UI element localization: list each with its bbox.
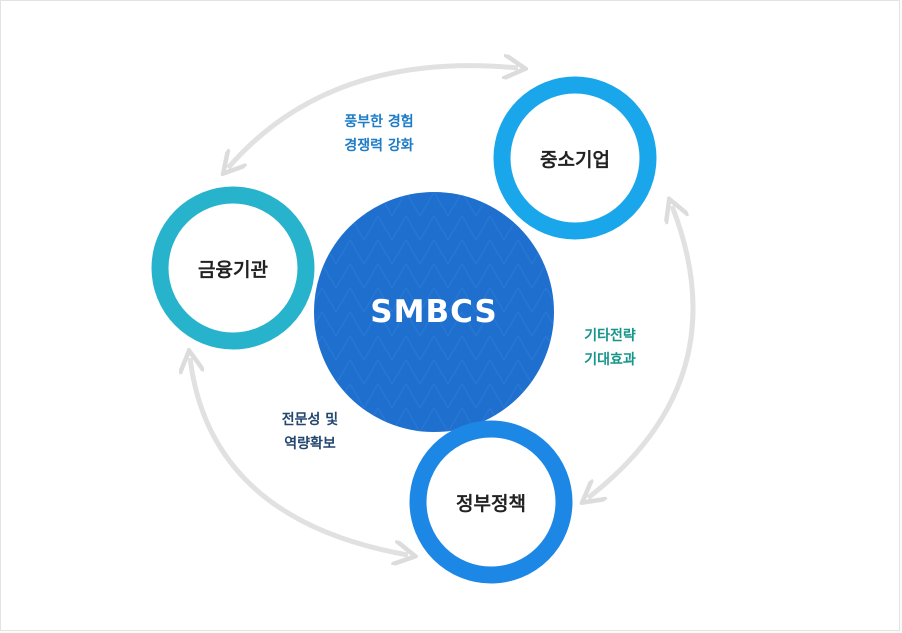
note-left: 전문성 및 역량확보 bbox=[282, 411, 339, 452]
arc-top bbox=[228, 66, 518, 168]
node-government-label: 정부정책 bbox=[456, 493, 526, 515]
node-government: 정부정책 bbox=[409, 420, 573, 584]
node-finance: 금융기관 bbox=[151, 186, 315, 350]
node-finance-label: 금융기관 bbox=[198, 259, 268, 281]
note-left-line1: 전문성 및 bbox=[282, 411, 339, 428]
note-top-line2: 경쟁력 강화 bbox=[344, 137, 413, 154]
note-top-line1: 풍부한 경험 bbox=[344, 113, 413, 130]
note-right-line2: 기대효과 bbox=[584, 352, 636, 368]
node-sme: 중소기업 bbox=[493, 76, 657, 240]
center-label: SMBCS bbox=[370, 294, 497, 330]
center-node: SMBCS bbox=[314, 192, 554, 432]
note-right-line1: 기타전략 bbox=[584, 327, 636, 344]
node-sme-label: 중소기업 bbox=[540, 149, 610, 171]
note-left-line2: 역량확보 bbox=[284, 435, 336, 452]
note-top: 풍부한 경험 경쟁력 강화 bbox=[344, 113, 413, 154]
arc-right bbox=[588, 206, 696, 498]
note-right: 기타전략 기대효과 bbox=[584, 327, 636, 368]
arc-left bbox=[190, 358, 408, 555]
